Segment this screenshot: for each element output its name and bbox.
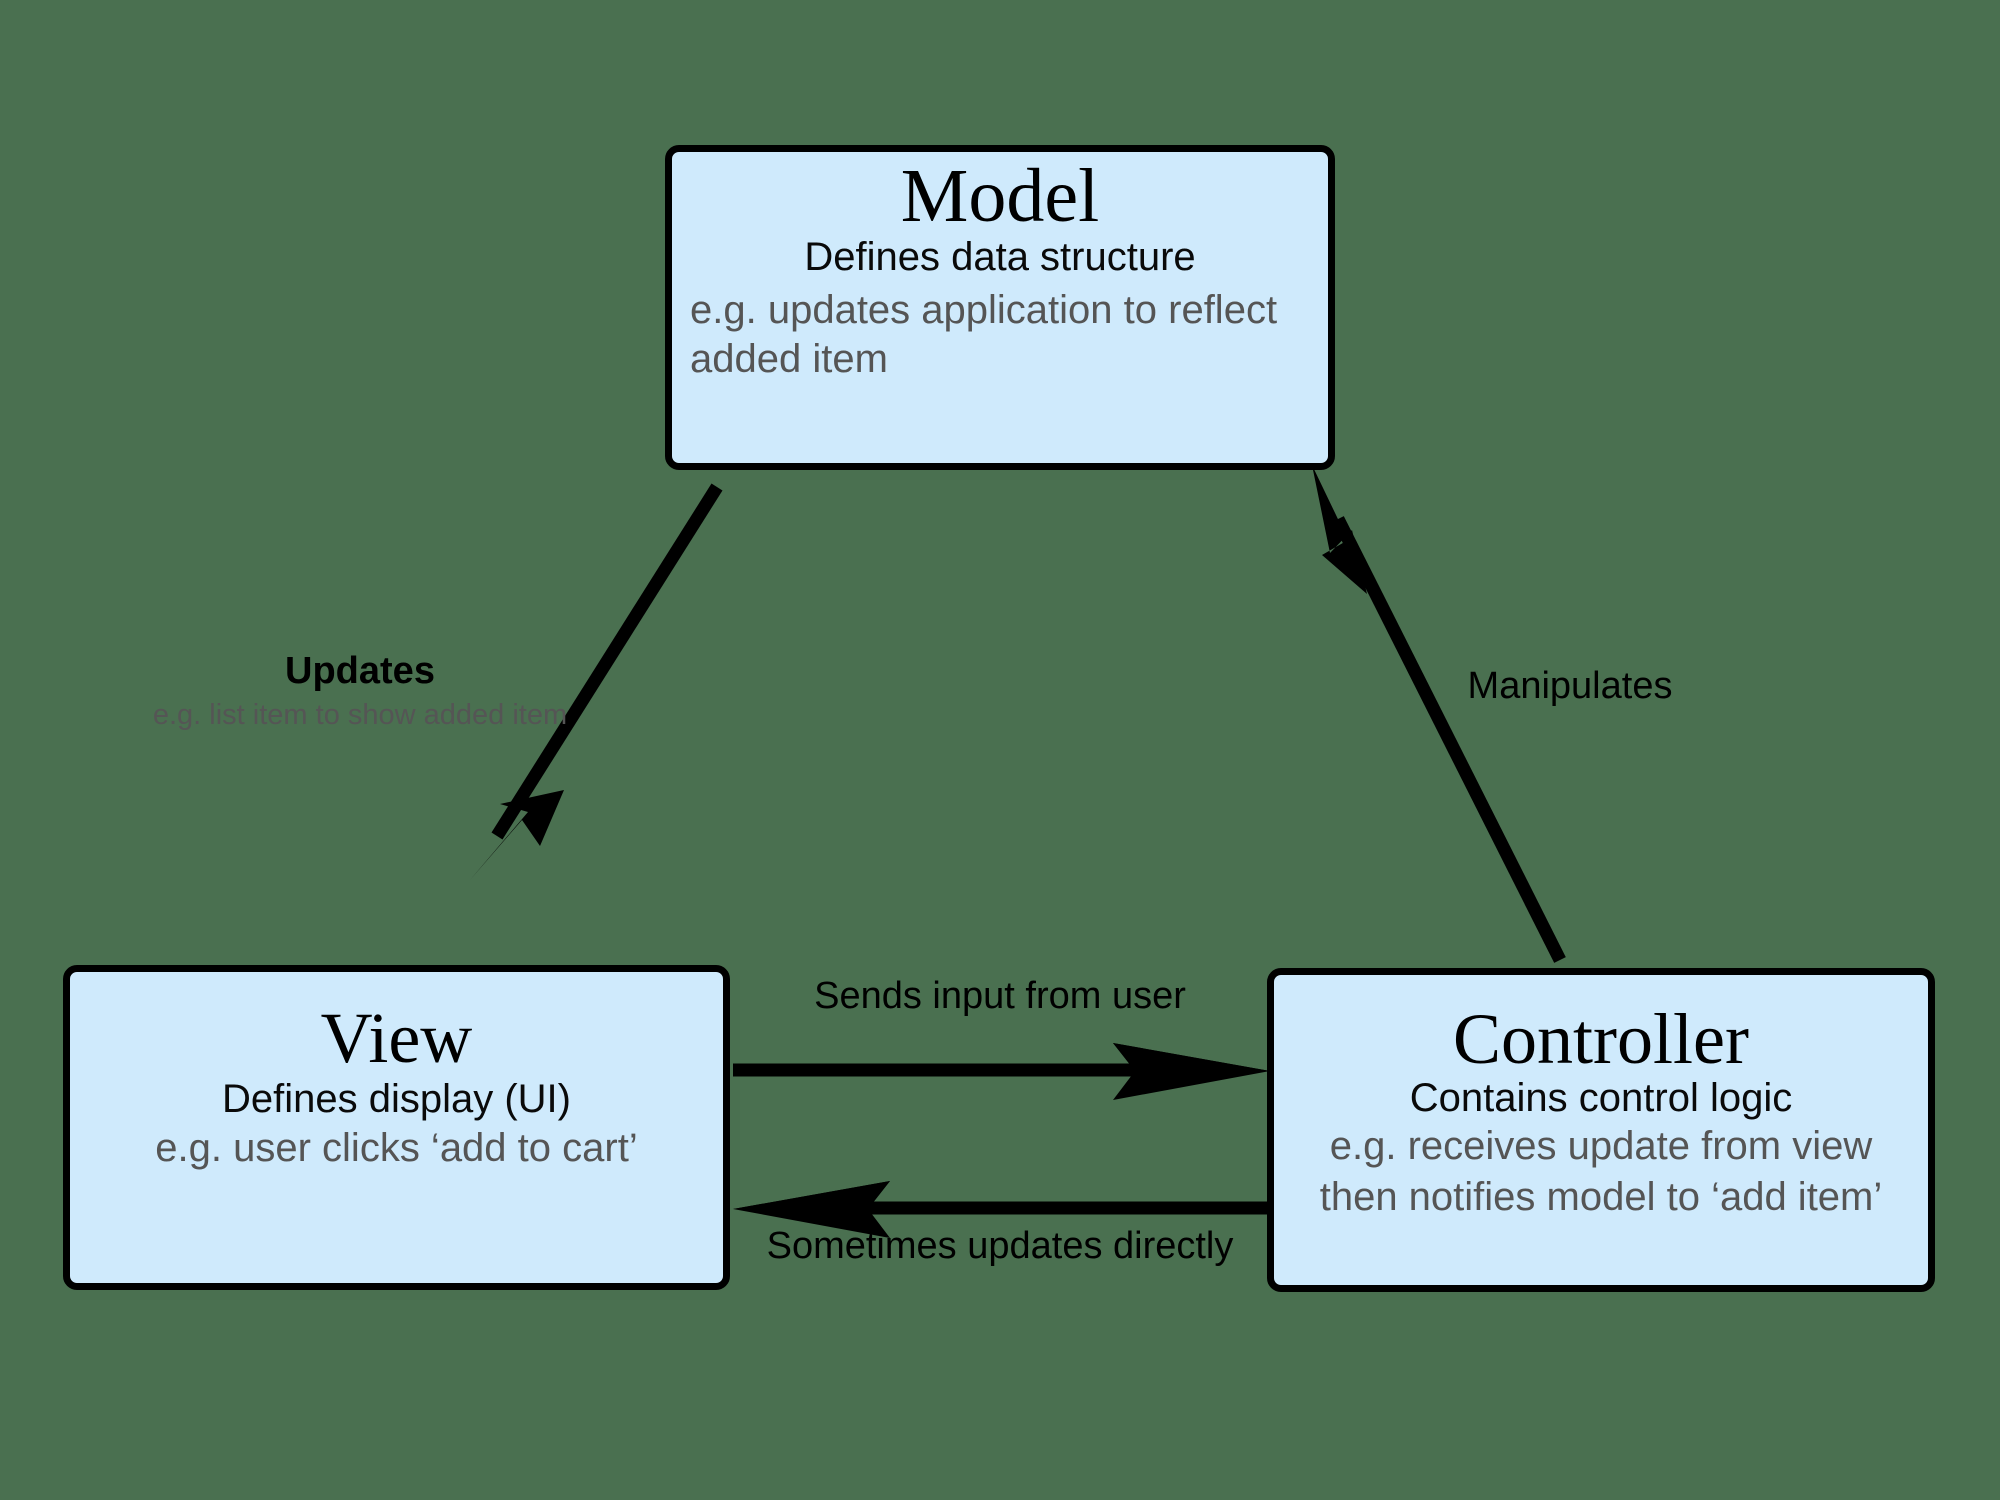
edge-label-sometimes-updates-text: Sometimes updates directly [766, 1225, 1234, 1267]
edge-label-sends-input-text: Sends input from user [814, 975, 1186, 1017]
edge-label-updates: Updates e.g. list item to show added ite… [120, 650, 600, 732]
node-view[interactable]: View Defines display (UI) e.g. user clic… [63, 965, 730, 1290]
node-controller[interactable]: Controller Contains control logic e.g. r… [1267, 968, 1935, 1292]
node-view-title: View [320, 998, 473, 1078]
edge-label-manipulates: Manipulates [1400, 665, 1740, 708]
node-controller-title: Controller [1453, 999, 1749, 1079]
node-model[interactable]: Model Defines data structure e.g. update… [665, 145, 1335, 470]
node-view-example: e.g. user clicks ‘add to cart’ [155, 1126, 638, 1170]
edge-label-sometimes-updates: Sometimes updates directly [740, 1225, 1260, 1268]
edge-label-updates-sublabel: e.g. list item to show added item [152, 699, 568, 731]
node-controller-example-line1: e.g. receives update from view [1329, 1124, 1873, 1168]
node-model-example: e.g. updates application to reflect adde… [690, 288, 1278, 381]
edge-label-manipulates-text: Manipulates [1467, 665, 1673, 707]
node-controller-subtitle: Contains control logic [1409, 1076, 1793, 1120]
edge-label-sends-input: Sends input from user [760, 975, 1240, 1018]
node-model-subtitle: Defines data structure [804, 235, 1196, 279]
node-model-title: Model [900, 154, 1100, 238]
edge-label-updates-text: Updates [285, 650, 435, 692]
arrow-controller-to-model [1312, 465, 1566, 963]
arrow-view-to-controller [733, 1043, 1270, 1100]
node-controller-example-line2: then notifies model to ‘add item’ [1319, 1175, 1883, 1220]
node-view-subtitle: Defines display (UI) [221, 1077, 571, 1121]
